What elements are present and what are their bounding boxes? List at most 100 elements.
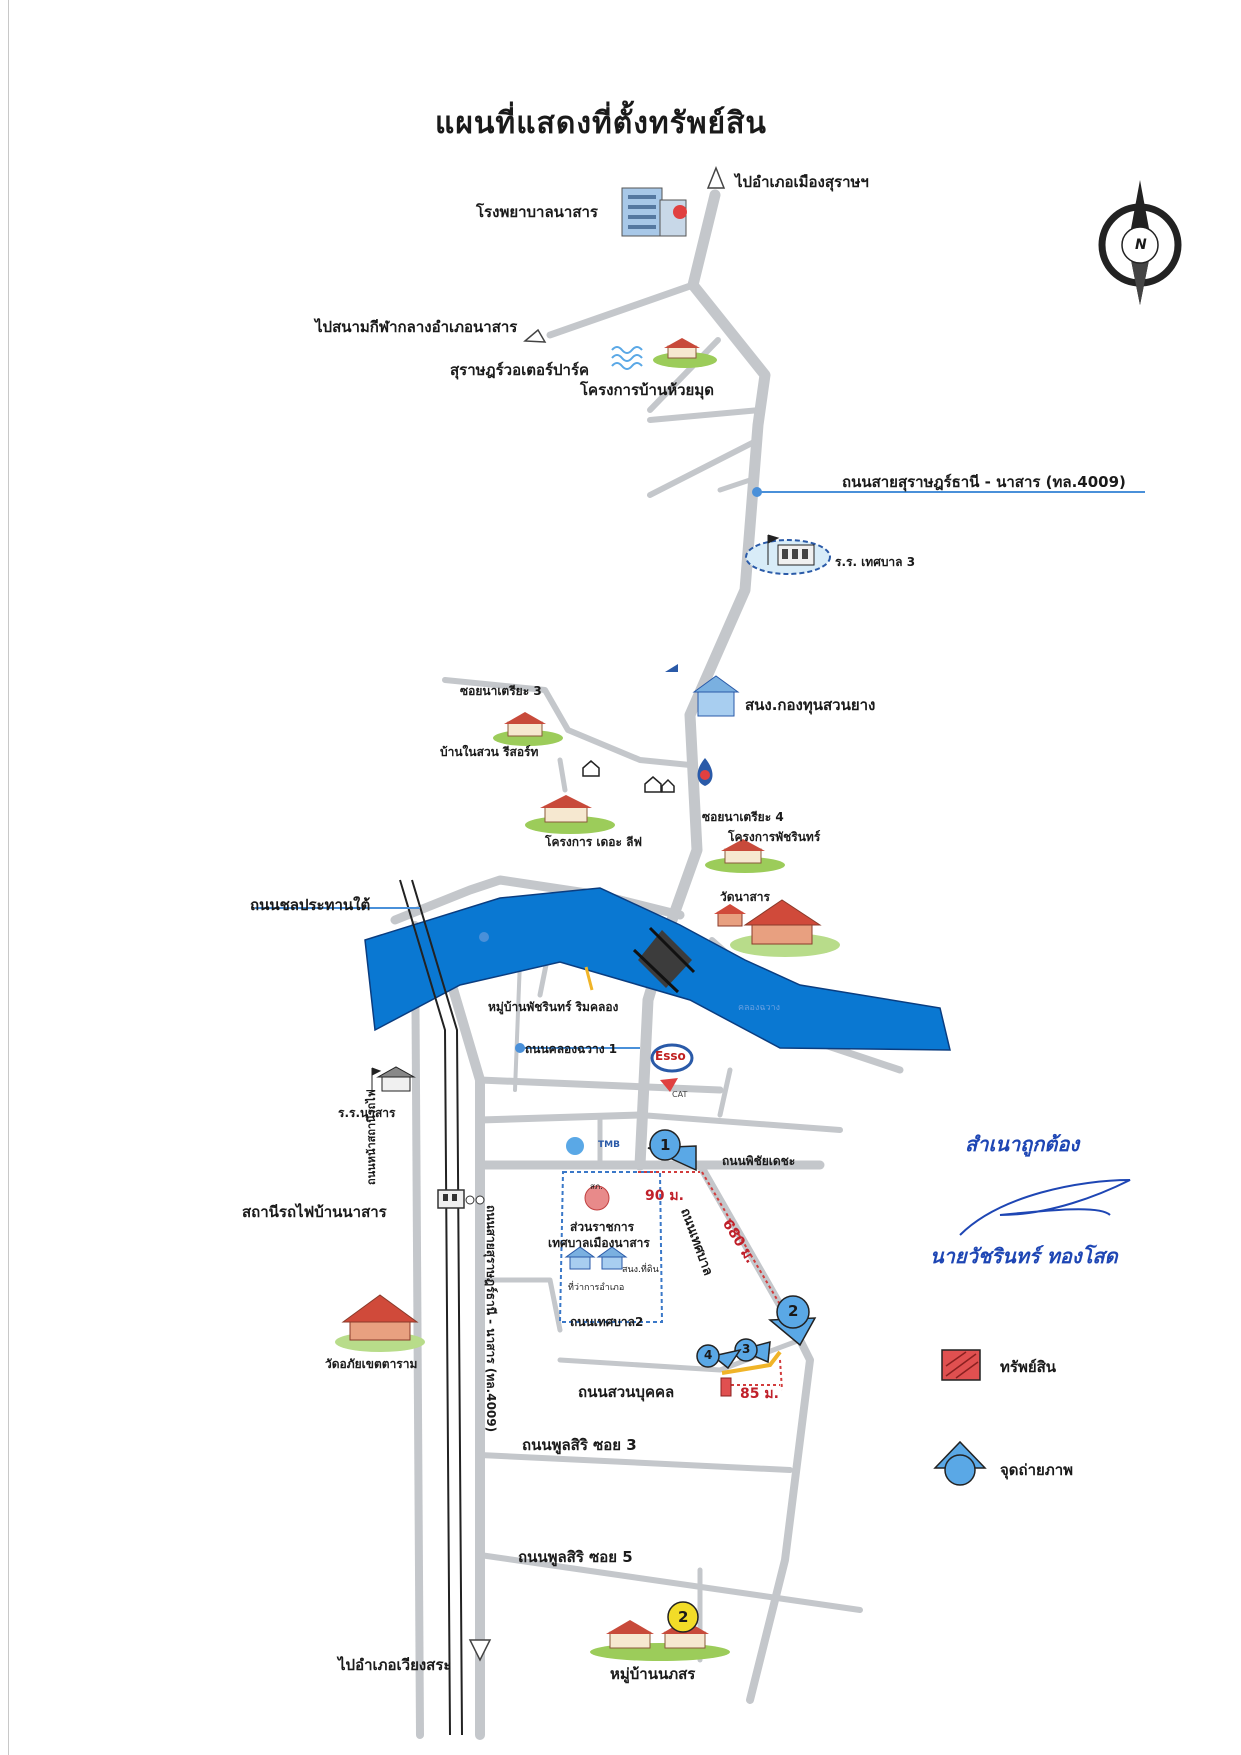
- certification-text: สำเนาถูกต้อง: [965, 1132, 1080, 1156]
- arrow-north-icon: [706, 165, 726, 189]
- label-police: สภ.: [590, 1182, 603, 1191]
- hospital-icon: [621, 187, 687, 237]
- arrow-south-icon: [468, 1639, 492, 1662]
- legend-property-label: ทรัพย์สิน: [1000, 1358, 1057, 1376]
- callout-lines: [255, 491, 1145, 1049]
- label-esso: Esso: [655, 1049, 686, 1063]
- photo-marker-4-icon: [696, 1344, 742, 1370]
- label-to-stadium: ไปสนามกีฬากลางอำเภอนาสาร: [315, 318, 518, 336]
- railway: [399, 879, 463, 1736]
- label-ban-nai-suan: บ้านในสวน รีสอร์ท: [440, 745, 539, 759]
- school-3-icon: [745, 534, 831, 575]
- label-highway-4009: ถนนสายสุราษฎร์ธานี - นาสาร (ทล.4009): [842, 473, 1126, 491]
- marker-3-label: 3: [742, 1342, 751, 1356]
- bridge-icon: [632, 926, 696, 994]
- label-phatcharin: โครงการพัชรินทร์: [728, 830, 821, 844]
- village-icon-huai-mut: [653, 338, 717, 368]
- distance-85: 85 ม.: [740, 1386, 779, 1402]
- callout-dot-highway: [752, 487, 762, 497]
- photo-marker-2-icon: [768, 1295, 817, 1347]
- certifier-name: นายวัชรินทร์ ทองโสด: [930, 1244, 1118, 1268]
- yellow-marker-icon: [667, 1601, 699, 1633]
- nasan-school-icon: [371, 1066, 416, 1092]
- page-title: แผนที่แสดงที่ตั้งทรัพย์สิน: [435, 106, 767, 141]
- label-offices-1: ส่วนราชการ: [570, 1220, 635, 1234]
- side-road-d: [717, 477, 753, 493]
- label-cat: CAT: [672, 1090, 688, 1099]
- label-nopphason: หมู่บ้านนภสร: [610, 1665, 696, 1683]
- label-offices-2: เทศบาลเมืองนาสาร: [548, 1236, 650, 1250]
- property-parcel: [720, 1377, 732, 1397]
- label-thesaban-2: ถนนเทศบาล2: [570, 1315, 644, 1329]
- label-highway-vertical: ถนนสายสุราษฎร์ธานี - นาสาร (ทล.4009): [484, 1205, 498, 1433]
- label-phatcharin-village: หมู่บ้านพัชรินทร์ ริมคลอง: [488, 1000, 619, 1014]
- label-chonprathan: ถนนชลประทานใต้: [250, 896, 371, 914]
- cross-road-2: [476, 1111, 644, 1124]
- house-icons: [582, 760, 675, 793]
- village-icon-phatcharin: [705, 839, 785, 873]
- callout-dot-chonprathan: [479, 932, 489, 942]
- thesaban-2-road: [477, 1277, 563, 1333]
- phunsiri-5-road: [477, 1552, 863, 1613]
- label-khlong-chawang: ถนนคลองฉวาง 1: [525, 1042, 618, 1056]
- station-road: [411, 921, 424, 1739]
- village-road-2: [513, 958, 522, 1092]
- small-marker-icon: [665, 664, 678, 672]
- label-suan-bukkhon: ถนนสวนบุคคล: [578, 1383, 675, 1401]
- ptt-station-icon: [697, 758, 713, 786]
- connector-road: [717, 1067, 733, 1118]
- waterpark-icon: [611, 346, 643, 370]
- cross-road-1: [476, 1076, 724, 1094]
- label-tmb: TMB: [598, 1140, 620, 1150]
- label-school-3: ร.ร. เทศบาล 3: [835, 555, 916, 569]
- label-district-office: ที่ว่าการอำเภอ: [568, 1283, 625, 1293]
- label-wat-phai: วัดอภัยเขตตาราม: [325, 1357, 418, 1371]
- label-to-mueang-surat: ไปอำเภอเมืองสุราษฯ: [735, 173, 869, 191]
- photo-marker-1-icon: [647, 1129, 697, 1172]
- property-road: [557, 1337, 803, 1373]
- label-huai-mut: โครงการบ้านห้วยมุด: [580, 381, 714, 399]
- phunsiri-3-road: [477, 1452, 793, 1473]
- police-icon: [584, 1185, 610, 1211]
- legend-photo-point-label: จุดถ่ายภาพ: [1000, 1461, 1074, 1479]
- village-icon-nopphason: [590, 1620, 730, 1661]
- label-station-road: ถนนหน้าสถานีรถไฟ: [365, 1089, 378, 1185]
- label-waterpark: สุราษฎร์วอเตอร์ปาร์ค: [450, 361, 590, 379]
- government-compound-boundary: [558, 1171, 664, 1323]
- side-road-c: [647, 437, 761, 498]
- label-phichaidet: ถนนพิชัยเดชะ: [722, 1154, 796, 1168]
- label-river: คลองฉวาง: [738, 1003, 780, 1013]
- soi-natria-3-road: [442, 677, 693, 768]
- cross-road-3: [637, 1112, 843, 1133]
- compass-icon: [1098, 180, 1182, 305]
- village-icon-ban-nai-suan: [493, 712, 563, 746]
- side-road-b: [647, 407, 763, 423]
- marker-4-label: 4: [704, 1348, 713, 1362]
- marker-2-label: 2: [788, 1302, 799, 1320]
- arrow-west-icon: [523, 328, 547, 343]
- label-rubber-fund: สนง.กองทุนสวนยาง: [745, 696, 876, 714]
- label-soi-natria-3: ซอยนาเตรียะ 3: [460, 684, 542, 698]
- side-road-a: [647, 337, 721, 413]
- label-phunsiri-5: ถนนพูลสิริ ซอย 5: [518, 1548, 633, 1566]
- callout-dot-khlong: [515, 1043, 525, 1053]
- label-north: N: [1135, 237, 1147, 253]
- station-icon: [437, 1189, 485, 1209]
- label-to-wiang-sa: ไปอำเภอเวียงสระ: [338, 1656, 452, 1674]
- village-icon-the-leaf: [525, 795, 615, 834]
- rubber-fund-icon: [692, 675, 740, 717]
- legend-property-icon: [941, 1349, 981, 1381]
- wat-nasan-icon: [714, 899, 840, 957]
- signature-scribble: [959, 1179, 1131, 1236]
- distance-90: 90 ม.: [645, 1188, 684, 1204]
- label-station: สถานีรถไฟบ้านนาสาร: [242, 1203, 387, 1221]
- property-access-route: [721, 1350, 782, 1375]
- label-wat-nasan: วัดนาสาร: [720, 890, 770, 904]
- office-icons: [564, 1246, 628, 1270]
- label-phunsiri-3: ถนนพูลสิริ ซอย 3: [522, 1436, 637, 1454]
- village-route-mark: [584, 966, 594, 991]
- label-land-office: สนง.ที่ดิน: [622, 1265, 659, 1275]
- cat-icon: [660, 1078, 678, 1092]
- label-nasan-school: ร.ร.นาสาร: [338, 1106, 396, 1120]
